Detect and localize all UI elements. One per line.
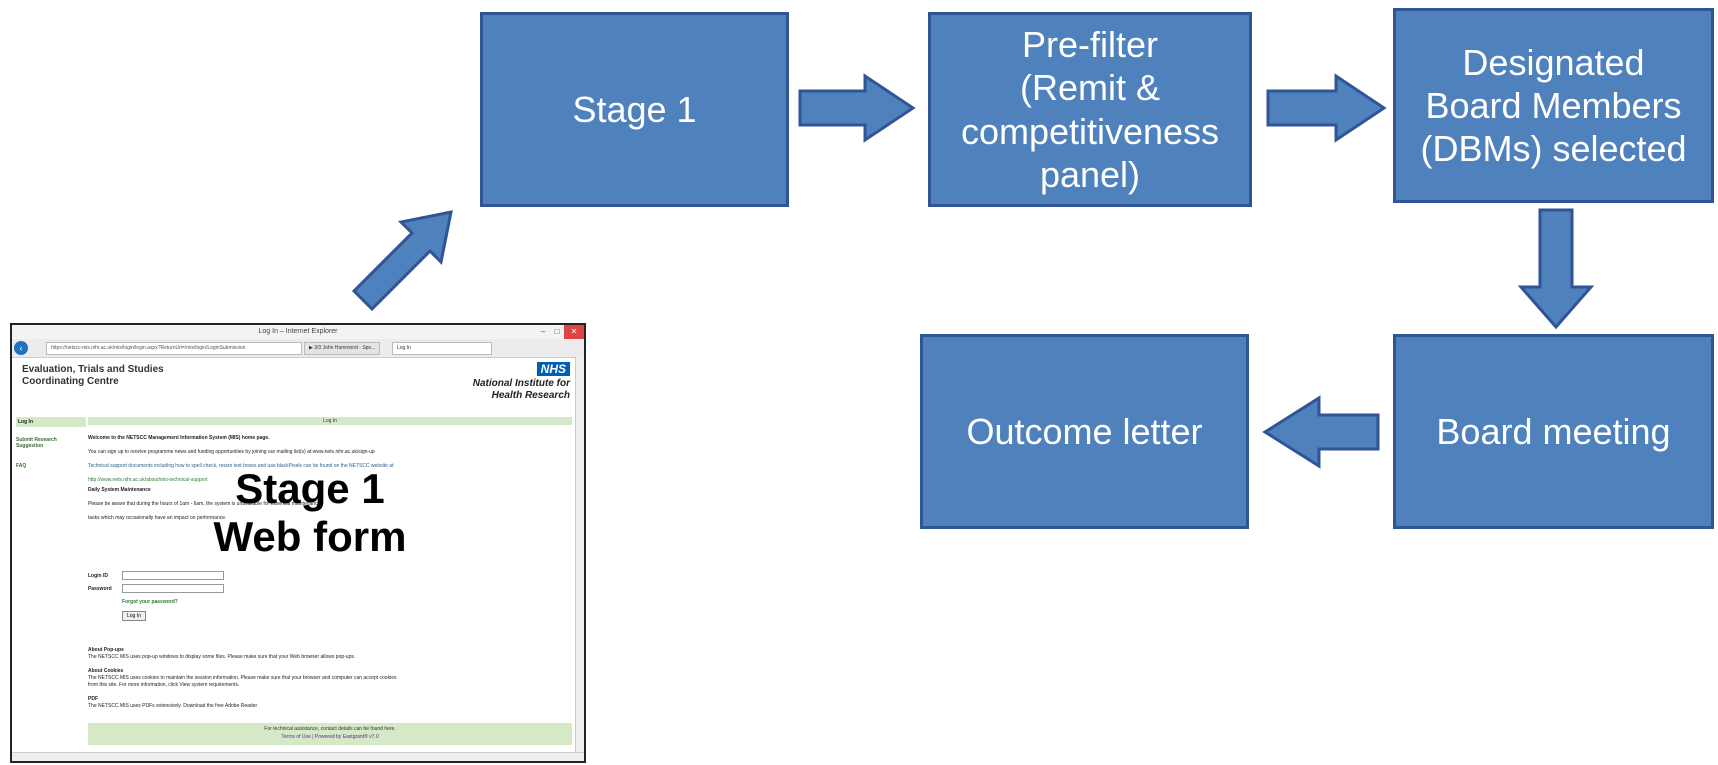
page-content: Welcome to the NETSCC Management Informa… xyxy=(88,435,568,529)
arrow-dbms-to-board-meeting xyxy=(1517,208,1595,330)
address-bar: https://netscc-mis.nihr.ac.uk/mis/login/… xyxy=(46,342,302,355)
daily-text: Please be aware that during the hours of… xyxy=(88,501,321,507)
login-id-field xyxy=(122,571,224,580)
browser-window-title: Log In – Internet Explorer xyxy=(258,328,338,335)
back-icon: ‹ xyxy=(14,341,28,355)
welcome-text: Welcome to the NETSCC Management Informa… xyxy=(88,435,270,441)
cookies-text-2: from this site. For more information, cl… xyxy=(88,682,240,688)
daily-heading: Daily System Maintenance xyxy=(88,487,151,493)
close-icon: ✕ xyxy=(564,325,584,339)
login-id-label: Login ID xyxy=(88,573,108,579)
tech-support-url: http://www.nets.nihr.ac.uk/about/mis-tec… xyxy=(88,477,208,483)
horizontal-scrollbar xyxy=(12,752,584,761)
about-section: About Pop-ups The NETSCC MIS uses pop-up… xyxy=(88,647,568,717)
popups-heading: About Pop-ups xyxy=(88,647,124,653)
sidebar: Log In Submit Research Suggestion FAQ xyxy=(16,417,86,483)
browser-title-bar: Log In – Internet Explorer –□ ✕ xyxy=(12,325,584,339)
web-form-label: Stage 1 Web form xyxy=(213,465,407,561)
top-bar: Log In xyxy=(88,417,572,425)
browser-nav-bar: ‹ https://netscc-mis.nihr.ac.uk/mis/logi… xyxy=(12,339,584,358)
board-meeting-box: Board meeting xyxy=(1393,334,1714,529)
site-header: Evaluation, Trials and Studies Coordinat… xyxy=(12,358,584,418)
web-form-screenshot: Log In – Internet Explorer –□ ✕ ‹ https:/… xyxy=(10,323,586,763)
pdf-text: The NETSCC MIS uses PDFs extensively. Do… xyxy=(88,703,258,709)
nhs-logo: NHS xyxy=(536,362,570,376)
arrow-board-meeting-to-outcome xyxy=(1262,395,1380,469)
cookies-text: The NETSCC MIS uses cookies to maintain … xyxy=(88,675,397,681)
daily-text-2: tasks which may occasionally have an imp… xyxy=(88,515,227,521)
arrow-stage1-to-prefilter xyxy=(798,73,916,143)
arrow-prefilter-to-dbms xyxy=(1266,73,1387,143)
password-label: Password xyxy=(88,586,112,592)
footer-bar: For technical assistance, contact detail… xyxy=(88,723,572,745)
browser-tab-active: Log In xyxy=(392,342,492,355)
window-controls: –□ ✕ xyxy=(536,325,584,339)
pdf-heading: PDF xyxy=(88,696,98,702)
tech-support-text: Technical support documents including ho… xyxy=(88,463,394,469)
vertical-scrollbar xyxy=(575,357,584,753)
minimize-icon: – xyxy=(540,327,546,336)
login-button: Log In xyxy=(122,611,146,621)
popups-text: The NETSCC MIS uses pop-up windows to di… xyxy=(88,654,356,660)
sidebar-item-login: Log In xyxy=(16,417,86,427)
nihr-name: National Institute for Health Research xyxy=(472,378,570,401)
org-name: Evaluation, Trials and Studies Coordinat… xyxy=(22,364,164,387)
footer-line-1: For technical assistance, contact detail… xyxy=(264,726,396,732)
signup-text: You can sign up to receive programme new… xyxy=(88,449,375,455)
sidebar-item-submit: Submit Research Suggestion xyxy=(16,437,57,449)
cookies-heading: About Cookies xyxy=(88,668,124,674)
prefilter-box: Pre-filter (Remit & competitiveness pane… xyxy=(928,12,1252,207)
arrow-screenshot-to-stage1 xyxy=(351,210,453,312)
maximize-icon: □ xyxy=(554,327,560,336)
stage1-box: Stage 1 xyxy=(480,12,789,207)
browser-tab: ▶ 3/3 John Hammond - Spo... xyxy=(304,342,381,355)
password-field xyxy=(122,584,224,593)
outcome-letter-box: Outcome letter xyxy=(920,334,1249,529)
dbms-box: Designated Board Members (DBMs) selected xyxy=(1393,8,1714,203)
sidebar-item-faq: FAQ xyxy=(16,463,27,469)
footer-line-2: Terms of Use | Powered by Eastgrant® v7.… xyxy=(281,734,379,740)
forgot-password-link: Forgot your password? xyxy=(122,599,178,605)
